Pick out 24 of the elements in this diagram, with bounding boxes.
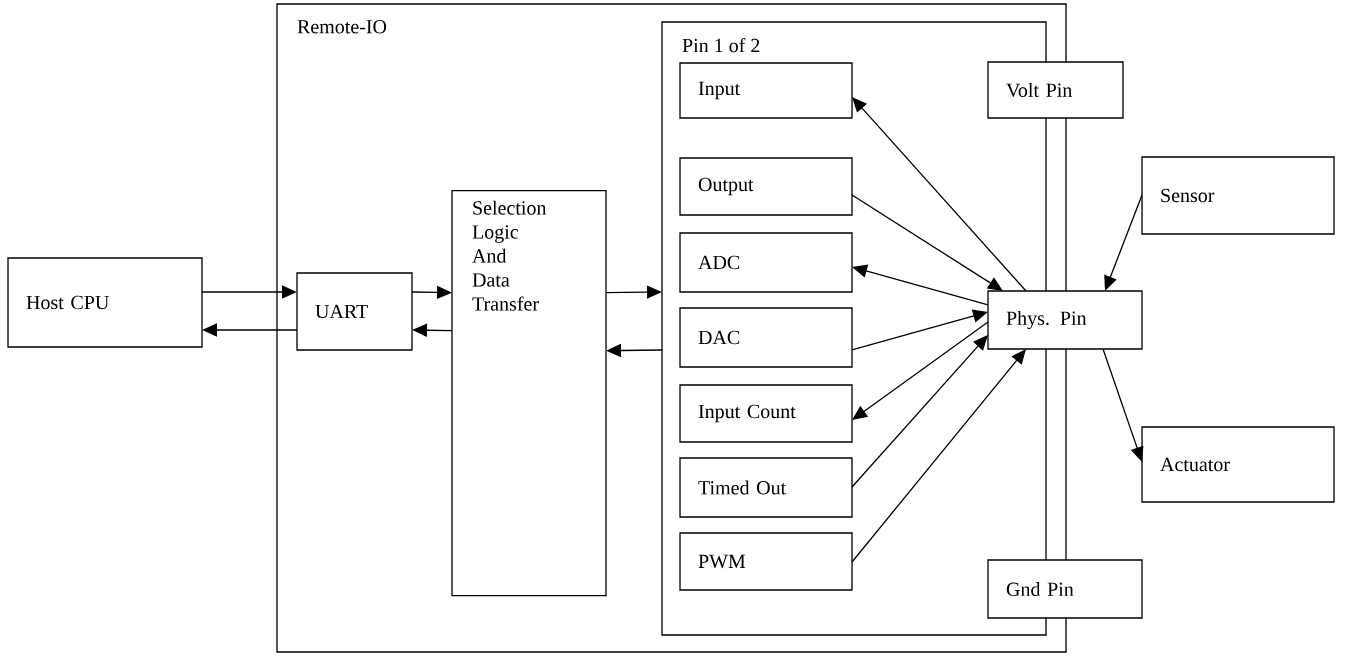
mode-box: Output	[679, 157, 853, 216]
arrow	[852, 97, 1027, 292]
sensor-box: Sensor	[1141, 156, 1335, 235]
logic-box: Selection Logic And Data Transfer	[451, 190, 607, 597]
arrow	[851, 309, 988, 351]
mode-box: PWM	[679, 532, 853, 591]
arrow	[852, 264, 989, 306]
mode-box: ADC	[679, 232, 853, 293]
arrow	[1104, 194, 1143, 291]
pin-box: Phys. Pin	[987, 290, 1143, 350]
mode-box: Input	[679, 62, 853, 119]
pin-box: Gnd Pin	[987, 559, 1143, 619]
arrow	[851, 335, 988, 488]
cpu-box: Host CPU	[7, 257, 203, 348]
actuator-box: Actuator	[1141, 426, 1335, 503]
uart-box: UART	[296, 272, 413, 351]
arrow	[852, 321, 989, 420]
mode-box: DAC	[679, 307, 853, 368]
arrow	[1102, 348, 1144, 462]
arrow	[851, 349, 1026, 563]
mode-box: Timed Out	[679, 457, 853, 518]
pin-box: Volt Pin	[987, 61, 1124, 119]
mode-box: Input Count	[679, 384, 853, 443]
arrow	[851, 194, 1003, 291]
